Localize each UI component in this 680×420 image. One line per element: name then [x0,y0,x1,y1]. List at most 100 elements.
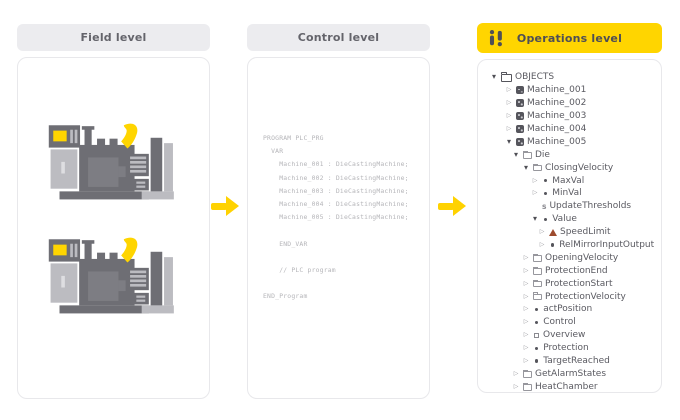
tree-item[interactable]: ▷ TargetReached [478,355,661,368]
tree-item-label: actPosition [543,304,593,315]
tree-item-label: Machine_004 [527,124,587,134]
square-icon [534,332,539,338]
folder-icon [533,266,542,275]
opc-tree: ▾ OBJECTS ▷ Machine_001 ▷ Machine_002 ▷ … [478,60,661,393]
folder-icon [523,369,532,378]
folder-icon [523,150,532,159]
tree-item[interactable]: ▾ OBJECTS [478,71,661,84]
expand-arrow-icon[interactable]: ▷ [506,86,512,94]
tree-item[interactable]: ▷ Machine_001 [478,84,661,97]
expand-arrow-icon[interactable]: ▷ [506,125,512,132]
expand-arrow-icon[interactable]: ▾ [523,162,528,172]
expand-arrow-icon[interactable]: ▷ [539,228,545,236]
variable-dot-icon [544,191,548,196]
tree-item-label: Machine_002 [527,98,587,109]
variable-dot-icon [535,346,539,350]
control-level-title: Control level [297,31,380,44]
tree-item[interactable]: ▷ GetAlarmStates [478,367,661,380]
expand-arrow-icon[interactable]: ▾ [491,72,496,82]
expand-arrow-icon[interactable]: ▾ [506,136,511,146]
expand-arrow-icon[interactable]: ▷ [513,382,519,390]
tree-item[interactable]: ▷ MinVal [478,187,661,200]
operations-level-title: Operations level [516,31,623,45]
tree-item-label: Machine_001 [527,85,587,96]
expand-arrow-icon[interactable]: ▷ [523,318,529,326]
die-casting-machine-illustration [47,228,181,322]
tree-item[interactable]: s UpdateThresholds [478,200,661,213]
expand-arrow-icon[interactable]: ▷ [523,357,529,365]
variable-dot-icon [551,243,555,247]
object-cube-icon [516,112,524,121]
tree-item-label: RelMirrorInputOutput [559,240,655,251]
object-cube-icon [516,86,524,95]
expand-arrow-icon[interactable]: ▾ [513,149,518,159]
tree-item-label: Control [543,317,576,328]
tree-item[interactable]: ▷ Machine_003 [478,110,661,123]
tree-item[interactable]: ▷ Machine_004 [478,123,661,136]
object-cube-icon [516,137,524,146]
tree-item[interactable]: ▷ ProtectionVelocity [478,290,661,303]
folder-icon [533,279,542,288]
tree-item[interactable]: ▾ Value [478,213,661,226]
expand-arrow-icon[interactable]: ▷ [506,99,512,107]
tree-item-label: Overview [543,330,586,341]
expand-arrow-icon[interactable]: ▷ [523,266,529,274]
tree-item[interactable]: ▷ ProtectionEnd [478,264,661,277]
operations-level-column: Operations level ▾ OBJECTS ▷ Machine_001… [477,23,662,393]
object-cube-icon [516,125,524,133]
tree-item[interactable]: ▷ Control [478,316,661,329]
operations-level-header: Operations level [477,23,662,53]
tree-item[interactable]: ▾ ClosingVelocity [478,161,661,174]
expand-arrow-icon[interactable]: ▷ [523,305,529,313]
tree-item[interactable]: ▷ ProtectionStart [478,277,661,290]
expand-arrow-icon[interactable]: ▷ [523,279,529,287]
variable-dot-icon [544,178,548,183]
tree-item[interactable]: ▷ Overview [478,329,661,342]
object-cube-icon [516,99,524,108]
expand-arrow-icon[interactable]: ▷ [506,112,512,120]
tree-item-label: TargetReached [543,356,610,367]
variable-dot-icon [535,320,539,324]
tree-item[interactable]: ▷ actPosition [478,303,661,316]
tree-item-label: ProtectionVelocity [545,291,626,302]
tree-item[interactable]: ▾ Machine_005 [478,135,661,148]
flow-arrow-icon [211,189,245,223]
tree-item[interactable]: ▷ MaxVal [478,174,661,187]
tree-item-label: MinVal [552,188,582,199]
expand-arrow-icon[interactable]: ▷ [532,176,538,184]
expand-arrow-icon[interactable]: ▷ [523,253,529,261]
tree-item[interactable]: ▷ RelMirrorInputOutput [478,239,661,252]
tree-item-label: Value [552,214,577,225]
tree-item-label: MaxVal [552,175,585,186]
tree-item[interactable]: ▷ OpeningVelocity [478,251,661,264]
tree-item[interactable]: ▷ SpeedLimit [478,226,661,239]
method-s-icon: s [542,201,547,211]
arrow-shaft [438,202,454,210]
expand-arrow-icon[interactable]: ▷ [539,241,545,249]
variable-dot-icon [535,307,539,312]
plc-code-block: PROGRAM PLC_PRG VAR Machine_001 : DieCas… [263,134,409,301]
tree-item[interactable]: ▷ HeatChamber [478,380,661,393]
expand-arrow-icon[interactable]: ▷ [523,344,529,352]
tree-item-label: GetAlarmStates [535,368,607,379]
tree-item[interactable]: ▷ Protection [478,342,661,355]
expand-arrow-icon[interactable]: ▷ [523,331,529,339]
control-level-header: Control level [247,24,430,51]
folder-open-icon [500,71,512,82]
expand-arrow-icon[interactable]: ▷ [513,369,519,377]
control-level-card: PROGRAM PLC_PRG VAR Machine_001 : DieCas… [247,57,430,399]
expand-arrow-icon[interactable]: ▷ [523,292,529,300]
tree-item[interactable]: ▷ Machine_002 [478,97,661,110]
tree-item-label: OpeningVelocity [545,252,619,263]
field-level-column: Field level [17,24,210,399]
arrow-shaft [211,202,227,210]
expand-arrow-icon[interactable]: ▷ [532,189,538,197]
expand-arrow-icon[interactable]: ▾ [532,214,537,224]
tree-item[interactable]: ▾ Die [478,148,661,161]
folder-icon [533,292,542,301]
tree-item-label: OBJECTS [515,72,555,83]
tree-item-label: SpeedLimit [560,227,611,238]
tree-item-label: Machine_003 [527,111,587,122]
tree-item-label: HeatChamber [535,381,598,392]
